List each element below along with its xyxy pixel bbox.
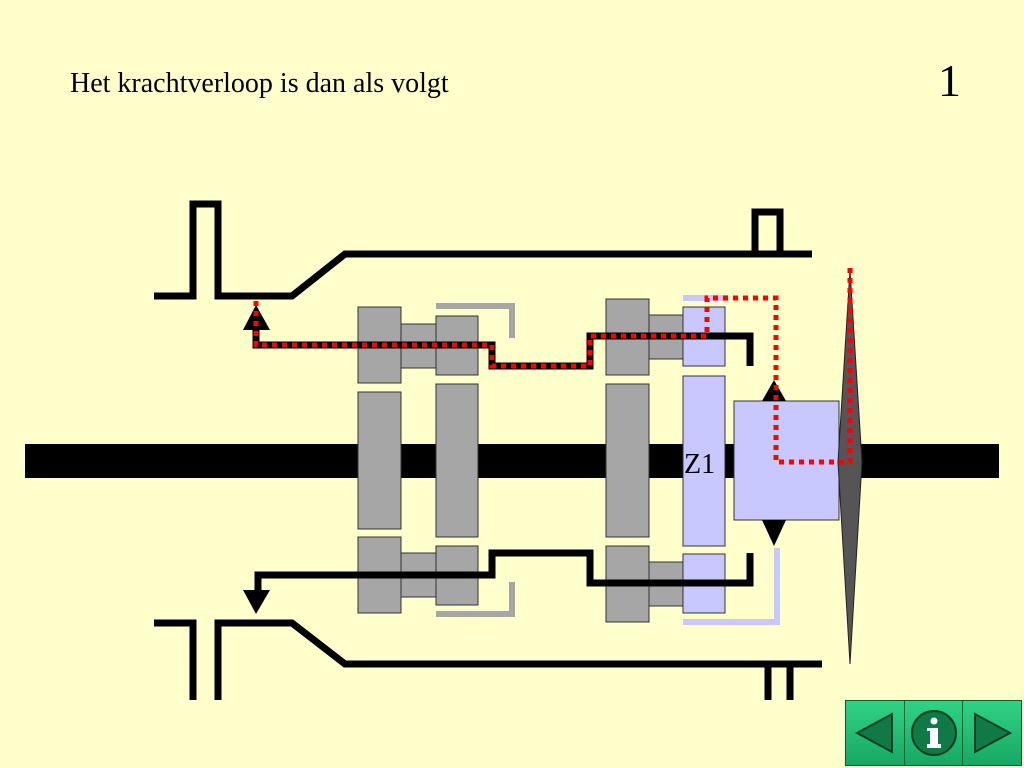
navigation-bar [845,700,1022,766]
force-path [253,268,853,465]
prev-button[interactable] [846,701,905,765]
gearbox-diagram: Z1 [25,200,999,700]
gear-z1-label: Z1 [684,449,715,480]
bracket-bottom-left [436,582,515,617]
power-path-arrow-up [243,305,270,330]
housing-top-outline [154,200,812,300]
info-icon [910,710,957,756]
gear-left-mid-inner [435,383,479,538]
slide-title: Het krachtverloop is dan als volgt [70,68,449,99]
gear-left-mid-outer [357,391,402,530]
gear-right-mid-outer [605,383,650,538]
housing-bottom-right-notch [764,664,794,700]
bracket-top-left [436,303,515,338]
next-button[interactable] [963,701,1022,765]
triangle-left-icon [854,712,893,754]
gear-z1 [682,375,726,547]
bracket-bottom-right [683,548,780,625]
housing-top-right-notch [751,208,784,254]
triangle-right-icon [974,712,1013,754]
output-flange [837,269,863,665]
return-path-arrow-down [243,590,270,614]
clutch-up-arrow [762,380,786,401]
slide-number: 1 [938,55,961,106]
housing-bottom-outline [154,619,822,700]
clutch-down-arrow [762,520,786,546]
return-path-bottom [254,549,754,592]
info-button[interactable] [904,701,964,765]
